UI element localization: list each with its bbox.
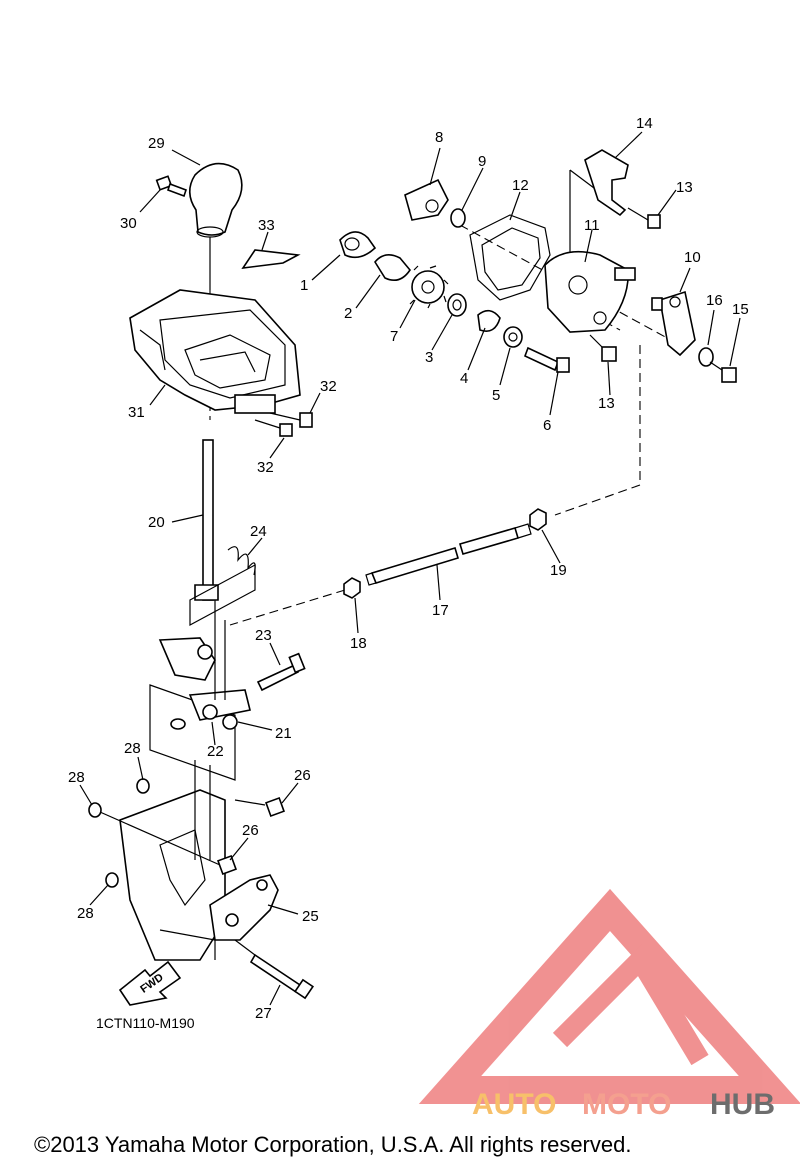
shift-arm	[158, 600, 251, 730]
callout-21: 21	[275, 725, 292, 742]
bolt-32-a	[269, 412, 313, 428]
callout-10: 10	[684, 249, 701, 266]
washer-16	[698, 347, 714, 367]
callout-20: 20	[148, 514, 165, 531]
callout-4: 4	[460, 370, 468, 387]
callout-1: 1	[300, 277, 308, 294]
shift-lever-cover	[129, 289, 301, 414]
link-box-upper	[189, 563, 256, 627]
callout-7: 7	[390, 328, 398, 345]
callout-24: 24	[250, 523, 267, 540]
washer-28-a	[136, 778, 150, 794]
callout-14: 14	[636, 115, 653, 132]
shift-knob	[188, 162, 243, 290]
knob-screw	[155, 175, 188, 198]
fwd-arrow-icon: FWD	[118, 960, 182, 1006]
spring	[227, 546, 256, 576]
callout-2: 2	[344, 305, 352, 322]
watermark-moto: MOTO	[582, 1088, 671, 1121]
copyright-text: ©2013 Yamaha Motor Corporation, U.S.A. A…	[34, 1132, 631, 1157]
callout-28-bottom: 28	[77, 905, 94, 922]
callout-27: 27	[255, 1005, 272, 1022]
washer-28-b	[88, 802, 102, 818]
callout-33: 33	[258, 217, 275, 234]
spring-4	[477, 309, 501, 332]
callout-17: 17	[432, 602, 449, 619]
nut-19	[529, 508, 547, 531]
bolt-15	[709, 361, 737, 383]
callout-26-upper: 26	[294, 767, 311, 784]
decal	[241, 249, 301, 270]
washer-5	[503, 326, 523, 348]
callout-11: 11	[584, 217, 600, 234]
washer-28-c	[105, 872, 119, 888]
leader-lines	[79, 131, 741, 1006]
gear-7	[409, 265, 449, 309]
watermark-hub: HUB	[710, 1088, 775, 1121]
bracket-14	[584, 149, 629, 217]
callout-16: 16	[706, 292, 723, 309]
nut-18	[343, 577, 361, 599]
bolt-6	[523, 346, 570, 373]
bolt-27	[234, 939, 314, 1000]
callout-29: 29	[148, 135, 165, 152]
callout-30: 30	[120, 215, 137, 232]
callout-26-lower: 26	[242, 822, 259, 839]
bolt-13-a	[627, 207, 661, 229]
bolt-26-a	[234, 797, 285, 817]
bolt-26-b	[99, 811, 237, 875]
callout-15: 15	[732, 301, 749, 318]
watermark-logo	[418, 888, 800, 1104]
callout-labels: 29 30 33 1 2 7 3 4 5 6 8 9 12 11 14 13 1…	[68, 115, 749, 1022]
callout-32-upper: 32	[320, 378, 337, 395]
diagram-code: 1CTN110-M190	[96, 1015, 195, 1031]
bolt-23	[256, 652, 306, 692]
callout-6: 6	[543, 417, 551, 434]
callout-18: 18	[350, 635, 367, 652]
callout-28-top: 28	[124, 740, 141, 757]
callout-23: 23	[255, 627, 272, 644]
washer-3	[447, 293, 467, 317]
callout-8: 8	[435, 129, 443, 146]
cam-1	[339, 231, 377, 259]
callout-28-left: 28	[68, 769, 85, 786]
shift-shaft	[365, 523, 532, 586]
callout-31: 31	[128, 404, 145, 421]
callout-13-lower: 13	[598, 395, 615, 412]
watermark-text: AUTO MOTO HUB	[472, 1088, 775, 1121]
callout-19: 19	[550, 562, 567, 579]
watermark-auto: AUTO	[472, 1088, 556, 1121]
housing-11	[544, 250, 636, 333]
shift-rod	[194, 439, 219, 601]
callout-25: 25	[302, 908, 319, 925]
o-ring-9	[450, 208, 466, 228]
gasket-12	[469, 214, 551, 301]
lever-10	[651, 290, 696, 357]
bolt-32-b	[254, 419, 293, 437]
callout-32-lower: 32	[257, 459, 274, 476]
callout-13-upper: 13	[676, 179, 693, 196]
callout-3: 3	[425, 349, 433, 366]
shaft-8	[404, 178, 449, 221]
collar-2	[374, 254, 411, 281]
callout-9: 9	[478, 153, 486, 170]
bolt-13-b	[589, 334, 617, 362]
callout-5: 5	[492, 387, 500, 404]
callout-12: 12	[512, 177, 529, 194]
callout-22: 22	[207, 743, 224, 760]
